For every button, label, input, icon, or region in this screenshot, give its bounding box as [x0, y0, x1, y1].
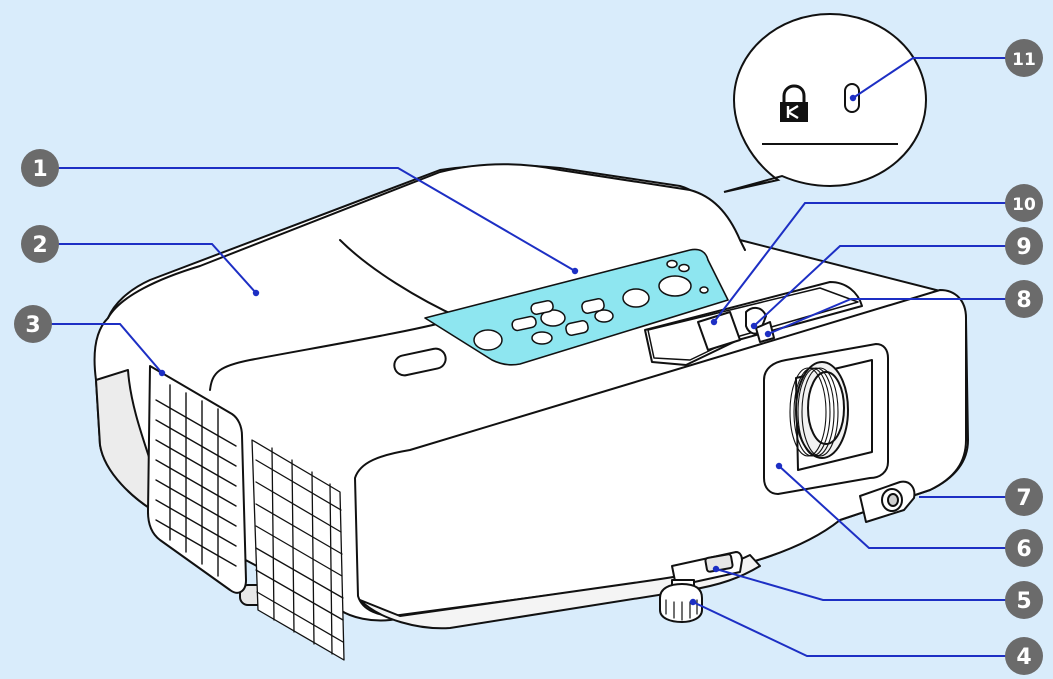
svg-text:2: 2 — [32, 233, 47, 258]
leader-line-1 — [58, 167, 576, 272]
callout-badge-6: 6 — [1005, 529, 1043, 567]
foot-adjust-lever — [671, 551, 743, 587]
svg-text:10: 10 — [1012, 195, 1036, 215]
callout-badge-5: 5 — [1005, 581, 1043, 619]
leader-line-4 — [692, 601, 1006, 657]
security-slot-detail-bubble — [723, 12, 928, 193]
callout-badge-1: 1 — [21, 149, 59, 187]
callout-badge-3: 3 — [14, 305, 52, 343]
svg-text:6: 6 — [1016, 537, 1031, 562]
projector-illustration — [93, 163, 969, 661]
callout-badges: 1 2 3 4 5 6 7 8 — [14, 39, 1043, 675]
front-remote-receiver — [859, 480, 916, 523]
svg-text:1: 1 — [32, 157, 47, 182]
leader-line-2 — [58, 243, 257, 294]
leader-line-9 — [753, 245, 1006, 327]
lens-shift-lever — [755, 321, 775, 343]
top-cover — [107, 163, 746, 319]
callout-badge-4: 4 — [1005, 637, 1043, 675]
top-remote-receiver — [393, 347, 447, 377]
leader-line-10 — [713, 202, 1006, 323]
leader-line-6 — [778, 465, 1006, 549]
leader-lines — [48, 57, 1006, 657]
control-panel — [424, 248, 729, 366]
callout-badge-7: 7 — [1005, 478, 1043, 516]
leader-line-3 — [48, 323, 163, 374]
leader-line-5 — [715, 568, 1006, 601]
svg-text:9: 9 — [1016, 235, 1031, 260]
side-air-vent — [251, 439, 345, 661]
svg-text:5: 5 — [1016, 589, 1031, 614]
front-adjustable-foot — [659, 579, 703, 623]
leader-line-11 — [852, 57, 1006, 99]
svg-text:8: 8 — [1016, 288, 1031, 313]
kensington-lock-icon — [780, 84, 808, 122]
leader-dots — [158, 94, 857, 606]
svg-text:3: 3 — [25, 313, 40, 338]
svg-text:4: 4 — [1016, 645, 1031, 670]
svg-text:11: 11 — [1012, 50, 1036, 70]
callout-badge-8: 8 — [1005, 280, 1043, 318]
callout-badge-9: 9 — [1005, 227, 1043, 265]
lamp-cover-seam — [339, 239, 461, 319]
air-exhaust-vent — [147, 365, 247, 594]
svg-text:7: 7 — [1016, 486, 1031, 511]
callout-badge-2: 2 — [21, 225, 59, 263]
leader-line-8 — [767, 298, 1006, 335]
av-mute-slide — [763, 343, 889, 495]
callout-badge-10: 10 — [1005, 184, 1043, 222]
callout-badge-11: 11 — [1005, 39, 1043, 77]
